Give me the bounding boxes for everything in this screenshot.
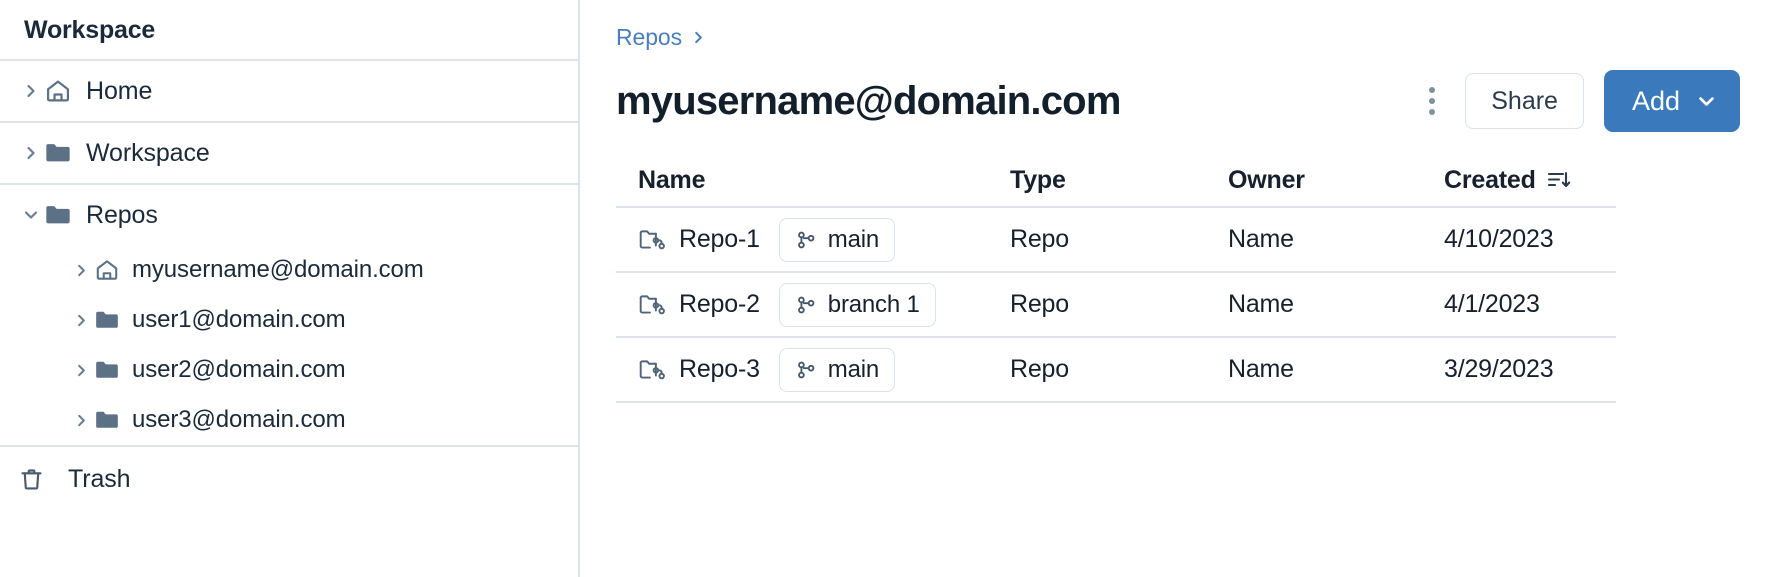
- repo-folder-icon: [638, 227, 666, 253]
- sidebar-item-label: Repos: [86, 200, 158, 229]
- repo-name: Repo-3: [679, 355, 760, 383]
- folder-icon: [44, 141, 86, 165]
- sidebar-item-repos[interactable]: Repos: [0, 185, 578, 245]
- branch-label: main: [827, 225, 880, 253]
- branch-label: branch 1: [827, 290, 920, 318]
- home-icon: [94, 257, 132, 283]
- cell-owner: Name: [1228, 355, 1294, 383]
- cell-name: Repo-3 main: [638, 347, 1010, 392]
- chevron-right-icon[interactable]: [18, 83, 44, 99]
- sidebar-item-label: Workspace: [86, 138, 210, 167]
- folder-icon: [94, 359, 132, 381]
- sidebar-item-label: user1@domain.com: [132, 306, 346, 333]
- sidebar-item-user1[interactable]: user1@domain.com: [0, 295, 578, 345]
- sidebar-item-home[interactable]: Home: [0, 61, 578, 121]
- column-header-owner[interactable]: Owner: [1228, 165, 1305, 194]
- chevron-right-icon[interactable]: [68, 413, 94, 428]
- folder-icon: [94, 309, 132, 331]
- repo-folder-icon: [638, 292, 666, 318]
- repos-table: Name Type Owner Created Repo-1: [616, 154, 1616, 403]
- sidebar-item-label: Trash: [68, 464, 131, 493]
- add-button-label: Add: [1631, 85, 1680, 116]
- breadcrumb: Repos: [616, 22, 1740, 52]
- git-branch-icon: [795, 359, 817, 381]
- sidebar-item-myusername[interactable]: myusername@domain.com: [0, 245, 578, 295]
- main-content: Repos myusername@domain.com Share Add: [580, 0, 1780, 577]
- cell-name: Repo-1 main: [638, 217, 1010, 262]
- repo-folder-icon: [638, 357, 666, 383]
- sidebar-section-workspace: Workspace: [0, 121, 578, 183]
- sidebar-item-user3[interactable]: user3@domain.com: [0, 395, 578, 445]
- more-vertical-icon[interactable]: [1419, 79, 1445, 123]
- table-header-row: Name Type Owner Created: [616, 154, 1616, 208]
- column-header-type[interactable]: Type: [1010, 165, 1066, 194]
- cell-created: 4/10/2023: [1444, 225, 1554, 253]
- git-branch-icon: [795, 294, 817, 316]
- chevron-right-icon[interactable]: [68, 263, 94, 278]
- home-icon: [44, 77, 86, 105]
- branch-label: main: [827, 355, 880, 383]
- sort-descending-icon[interactable]: [1546, 169, 1572, 191]
- sidebar-item-label: user3@domain.com: [132, 406, 346, 433]
- share-button[interactable]: Share: [1465, 73, 1584, 129]
- cell-name: Repo-2 branch 1: [638, 282, 1010, 327]
- sidebar-item-workspace[interactable]: Workspace: [0, 123, 578, 183]
- page-title: myusername@domain.com: [616, 78, 1121, 123]
- column-header-created-label: Created: [1444, 165, 1536, 194]
- chevron-right-icon: [691, 30, 706, 45]
- sidebar-section-home: Home: [0, 59, 578, 121]
- column-header-created[interactable]: Created: [1444, 166, 1616, 195]
- branch-chip[interactable]: branch 1: [778, 282, 936, 327]
- cell-type: Repo: [1010, 290, 1069, 318]
- git-branch-icon: [795, 229, 817, 251]
- cell-created: 4/1/2023: [1444, 290, 1540, 318]
- chevron-right-icon[interactable]: [18, 145, 44, 161]
- cell-owner: Name: [1228, 225, 1294, 253]
- folder-icon: [44, 203, 86, 227]
- sidebar-item-label: Home: [86, 76, 153, 105]
- sidebar: Workspace Home Works: [0, 0, 580, 577]
- chevron-right-icon[interactable]: [68, 313, 94, 328]
- branch-chip[interactable]: main: [778, 347, 896, 392]
- folder-icon: [94, 409, 132, 431]
- table-row[interactable]: Repo-3 main Repo Name 3/29/2023: [616, 338, 1616, 403]
- sidebar-item-label: user2@domain.com: [132, 356, 346, 383]
- breadcrumb-item-repos[interactable]: Repos: [616, 23, 682, 50]
- chevron-down-icon[interactable]: [18, 207, 44, 223]
- chevron-right-icon[interactable]: [68, 363, 94, 378]
- add-button[interactable]: Add: [1603, 70, 1740, 132]
- header-actions: Share Add: [1419, 70, 1740, 132]
- chevron-down-icon: [1697, 92, 1716, 111]
- cell-owner: Name: [1228, 290, 1294, 318]
- sidebar-title: Workspace: [24, 16, 156, 44]
- page-header: myusername@domain.com Share Add: [616, 70, 1740, 132]
- repo-name: Repo-1: [679, 225, 760, 253]
- table-row[interactable]: Repo-1 main Repo Name 4/10/2023: [616, 208, 1616, 273]
- branch-chip[interactable]: main: [778, 217, 896, 262]
- cell-type: Repo: [1010, 355, 1069, 383]
- cell-type: Repo: [1010, 225, 1069, 253]
- sidebar-item-user2[interactable]: user2@domain.com: [0, 345, 578, 395]
- cell-created: 3/29/2023: [1444, 355, 1554, 383]
- column-header-name[interactable]: Name: [638, 165, 706, 194]
- table-row[interactable]: Repo-2 branch 1 Repo Name 4/1/2023: [616, 273, 1616, 338]
- sidebar-item-label: myusername@domain.com: [132, 256, 424, 283]
- trash-icon: [18, 466, 68, 493]
- sidebar-item-trash[interactable]: Trash: [0, 445, 578, 511]
- repo-name: Repo-2: [679, 290, 760, 318]
- sidebar-section-repos: Repos myusername@domain.com user1@doma: [0, 183, 578, 445]
